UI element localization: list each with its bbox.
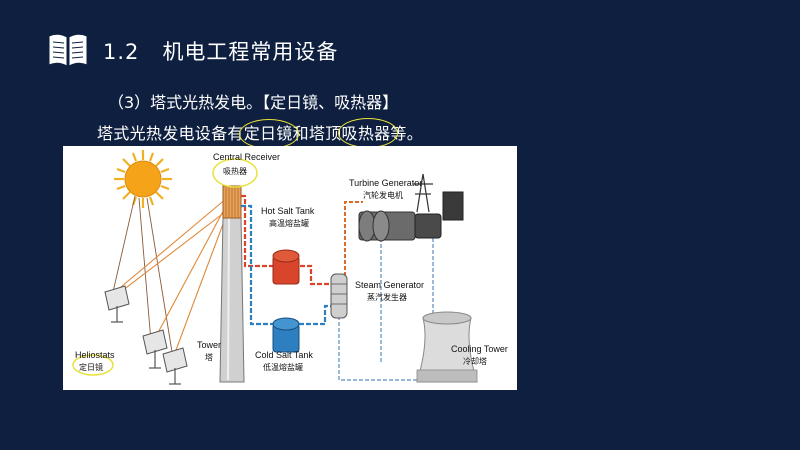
receiver-highlight — [212, 158, 258, 188]
power-pylon-icon — [413, 173, 433, 213]
label-tower-cn: 塔 — [205, 352, 213, 362]
turbine-generator — [358, 173, 464, 242]
description: 塔式光热发电设备有定日镜和塔顶吸热器等。 — [97, 118, 424, 149]
label-cold-tank: Cold Salt Tank — [255, 350, 313, 360]
page-title: 1.2 机电工程常用设备 — [103, 36, 338, 66]
label-heliostats: Heliostats — [75, 350, 115, 360]
subtitle: （3）塔式光热发电。【定日镜、吸热器】 — [108, 93, 399, 112]
desc-suffix: 等。 — [390, 124, 424, 143]
heliostat-3 — [162, 347, 188, 385]
label-cooling-cn: 冷却塔 — [463, 356, 487, 366]
label-steam-gen-cn: 蒸汽发生器 — [367, 292, 407, 302]
label-central-receiver: Central Receiver — [213, 152, 280, 162]
heliostat-highlight — [72, 354, 114, 376]
desc-prefix: 塔式光热发电设备有 — [97, 124, 244, 143]
sun-icon — [114, 150, 172, 208]
reflected-rays — [114, 197, 230, 359]
hot-salt-pipe — [241, 194, 331, 286]
label-cooling: Cooling Tower — [451, 344, 508, 354]
desc-mid: 和塔顶 — [292, 124, 342, 143]
label-hot-tank: Hot Salt Tank — [261, 206, 315, 216]
book-icon — [48, 33, 88, 67]
steam-generator — [330, 273, 348, 319]
highlight-term-heliostat: 定日镜 — [238, 119, 299, 149]
solar-tower-diagram: Central Receiver 吸热器 Turbine Generator 汽… — [63, 146, 517, 390]
highlight-circle-2 — [337, 118, 398, 148]
section-title: 机电工程常用设备 — [162, 40, 339, 64]
cooling-tower — [416, 311, 478, 383]
hot-salt-tank — [272, 249, 300, 285]
label-cold-tank-cn: 低温熔盐罐 — [263, 362, 303, 372]
label-heliostats-cn: 定日镜 — [79, 362, 103, 372]
label-steam-gen: Steam Generator — [355, 280, 424, 290]
label-turbine: Turbine Generator — [349, 178, 422, 188]
incoming-rays — [112, 195, 174, 359]
highlight-term-receiver: 吸热器 — [337, 118, 398, 148]
highlight-circle-1 — [238, 119, 299, 149]
label-hot-tank-cn: 高温熔盐罐 — [269, 218, 309, 228]
heliostat-1 — [104, 285, 130, 323]
tower — [219, 185, 245, 383]
cold-salt-tank — [272, 317, 300, 353]
section-number: 1.2 — [103, 40, 140, 64]
label-turbine-cn: 汽轮发电机 — [363, 190, 403, 200]
heliostat-2 — [142, 329, 168, 369]
cold-salt-pipe — [241, 204, 335, 326]
label-central-receiver-cn: 吸热器 — [223, 166, 247, 176]
label-tower: Tower — [197, 340, 221, 350]
